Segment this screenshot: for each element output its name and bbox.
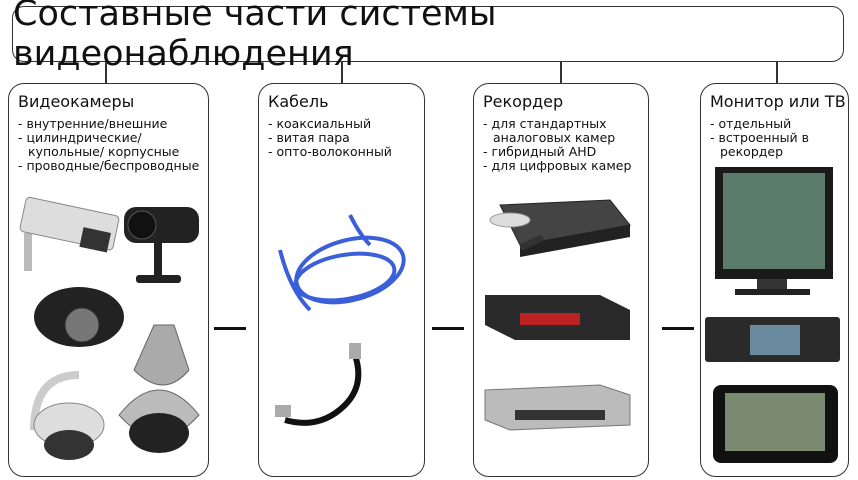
list-item: - для стандартных аналоговых камер (483, 116, 616, 145)
box-camera-icon (19, 196, 120, 271)
section-heading: Монитор или ТВ (710, 92, 846, 111)
wall-dome-camera-icon (30, 371, 105, 460)
list-item: - внутренние/внешние (18, 116, 168, 131)
recorders-image (484, 199, 631, 431)
section-recorder: Рекордер - для стандартных аналоговых ка… (473, 83, 649, 477)
twisted-pair-cable-icon (278, 214, 406, 312)
section-monitor: Монитор или ТВ - отдельный- встроенный в… (700, 83, 849, 477)
section-heading: Кабель (268, 92, 329, 111)
list-item: - опто-волоконный (268, 144, 392, 159)
connector-line (105, 62, 107, 83)
dvr-recorder-icon (489, 199, 631, 257)
hybrid-recorder-icon (485, 295, 630, 340)
connector-dash (214, 327, 246, 330)
connector-line (776, 62, 778, 83)
connector-line (560, 62, 562, 83)
list-item: - витая пара (268, 130, 350, 145)
list-item: - гибридный AHD (483, 144, 597, 159)
tablet-recorder-icon (713, 385, 838, 463)
ptz-camera-icon (118, 324, 200, 453)
list-item: - встроенный в рекордер (710, 130, 809, 159)
monitor-icon (715, 167, 833, 295)
list-item: - для цифровых камер (483, 158, 632, 173)
list-item: - отдельный (710, 116, 792, 131)
diagram-title: Составные части системы видеонаблюдения (12, 0, 844, 74)
list-item: - проводные/беспроводные (18, 158, 200, 173)
bullet-camera-icon (124, 207, 199, 283)
coaxial-cable-icon (275, 343, 362, 426)
section-cameras: Видеокамеры - внутренние/внешние- цилинд… (8, 83, 209, 477)
monitors-image (705, 167, 840, 463)
connector-dash (432, 327, 464, 330)
cables-image (275, 214, 406, 426)
digital-recorder-icon (484, 384, 631, 431)
connector-line (341, 62, 343, 83)
cameras-image (19, 196, 200, 460)
recorder-with-screen-icon (705, 317, 840, 362)
list-item: - коаксиальный (268, 116, 372, 131)
list-item: - цилиндрические/купольные/ корпусные (18, 130, 180, 159)
section-heading: Видеокамеры (18, 92, 135, 111)
dome-camera-icon (34, 287, 124, 347)
connector-dash (662, 327, 694, 330)
section-heading: Рекордер (483, 92, 564, 111)
section-cable: Кабель - коаксиальный- витая пара- опто-… (258, 83, 425, 477)
